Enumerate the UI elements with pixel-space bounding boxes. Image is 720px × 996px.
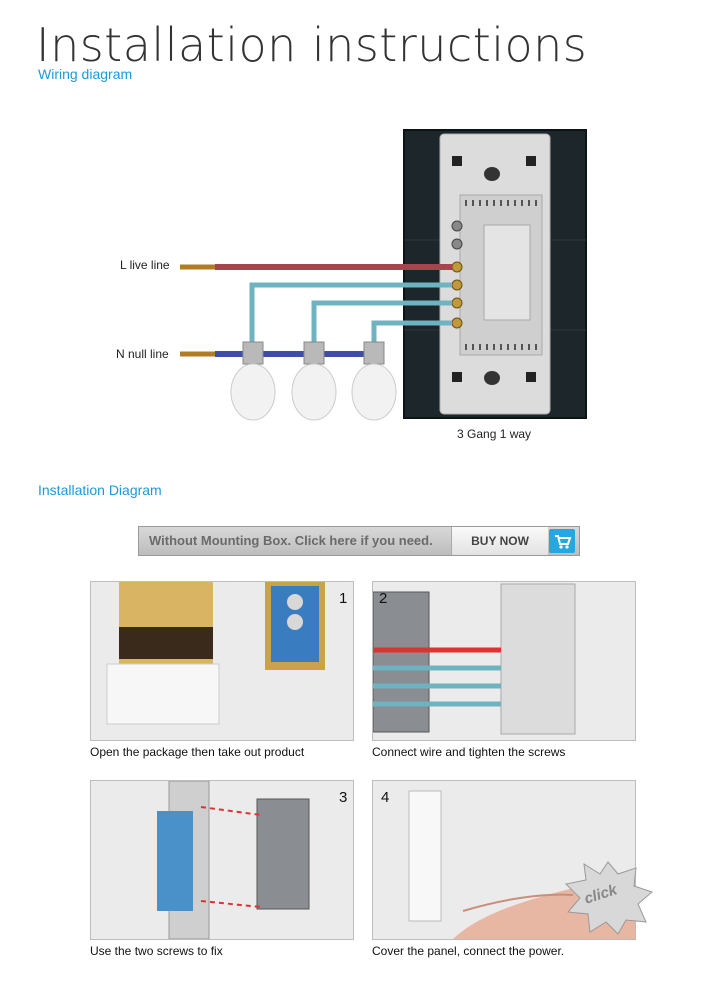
bulbs — [230, 341, 397, 421]
live-line-label: L live line — [120, 258, 170, 272]
step-3-image: 3 — [90, 780, 354, 940]
step-1-caption: Open the package then take out product — [90, 745, 305, 759]
step-4-number: 4 — [381, 789, 390, 806]
install-subtitle: Installation Diagram — [38, 482, 162, 498]
buy-bar[interactable]: Without Mounting Box. Click here if you … — [138, 526, 580, 556]
cart-icon[interactable] — [549, 529, 575, 553]
switch-caption: 3 Gang 1 way — [457, 427, 532, 441]
null-line-label: N null line — [116, 347, 169, 361]
step-2-image: 2 — [372, 581, 636, 741]
page-title: Installation instructions — [36, 18, 588, 72]
step-1-number: 1 — [339, 590, 348, 607]
load-wires — [249, 282, 452, 345]
wiring-subtitle: Wiring diagram — [38, 66, 133, 82]
click-badge: click — [562, 860, 654, 936]
buy-bar-text[interactable]: Without Mounting Box. Click here if you … — [149, 533, 433, 548]
wiring-diagram — [180, 129, 587, 421]
step-3-caption: Use the two screws to fix — [90, 944, 223, 958]
step-2-caption: Connect wire and tighten the screws — [372, 745, 566, 759]
step-3-number: 3 — [339, 789, 348, 806]
step-1-image: 1 — [90, 581, 354, 741]
step-2-number: 2 — [379, 590, 388, 607]
buy-now-button[interactable]: BUY NOW — [451, 527, 548, 555]
step-4-caption: Cover the panel, connect the power. — [372, 944, 565, 958]
